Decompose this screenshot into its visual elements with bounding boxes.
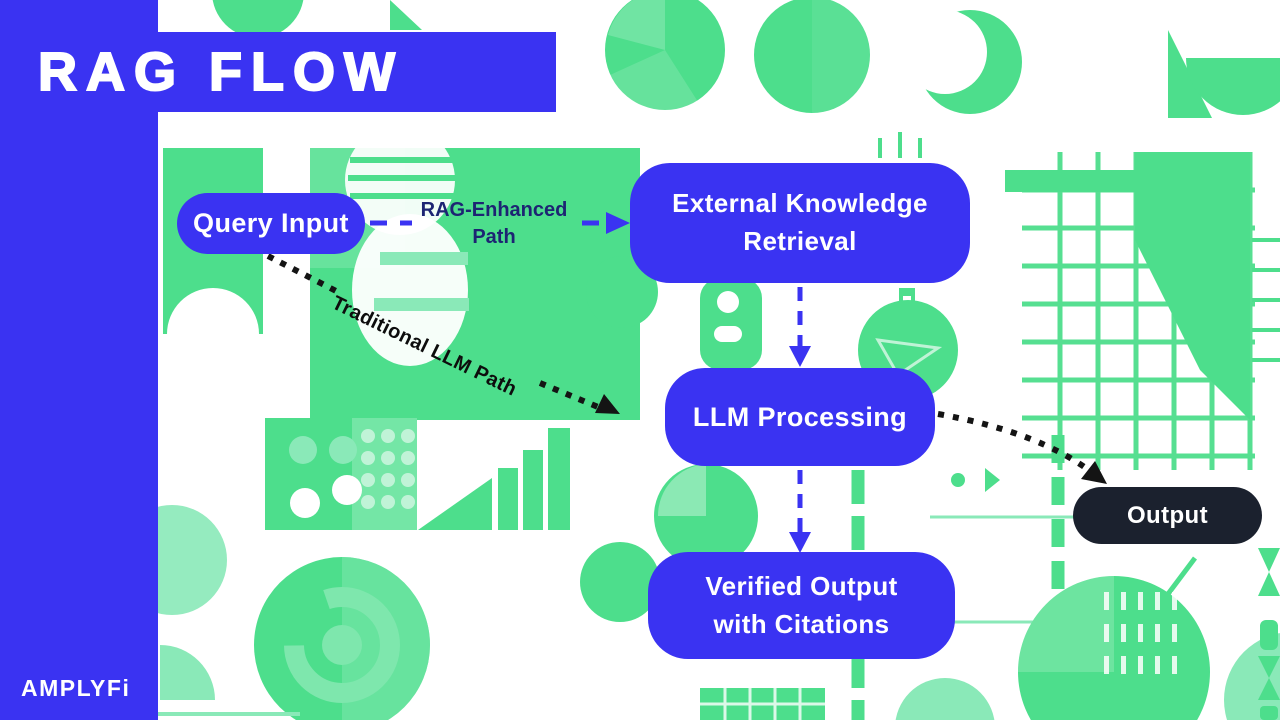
brand-logo: AMPLYFi <box>21 675 131 701</box>
node-llm-processing: LLM Processing <box>665 368 935 466</box>
title-banner: RAG FLOW <box>30 32 556 112</box>
page-title: RAG FLOW <box>37 41 404 103</box>
node-external-knowledge-retrieval: External Knowledge Retrieval <box>630 163 970 283</box>
edge-label-rag-enhanced: RAG-Enhanced Path <box>420 199 568 248</box>
node-query-input: Query Input <box>177 193 365 254</box>
node-verified-output: Verified Output with Citations <box>648 552 955 659</box>
sidebar <box>0 0 158 720</box>
node-output: Output <box>1073 487 1262 544</box>
